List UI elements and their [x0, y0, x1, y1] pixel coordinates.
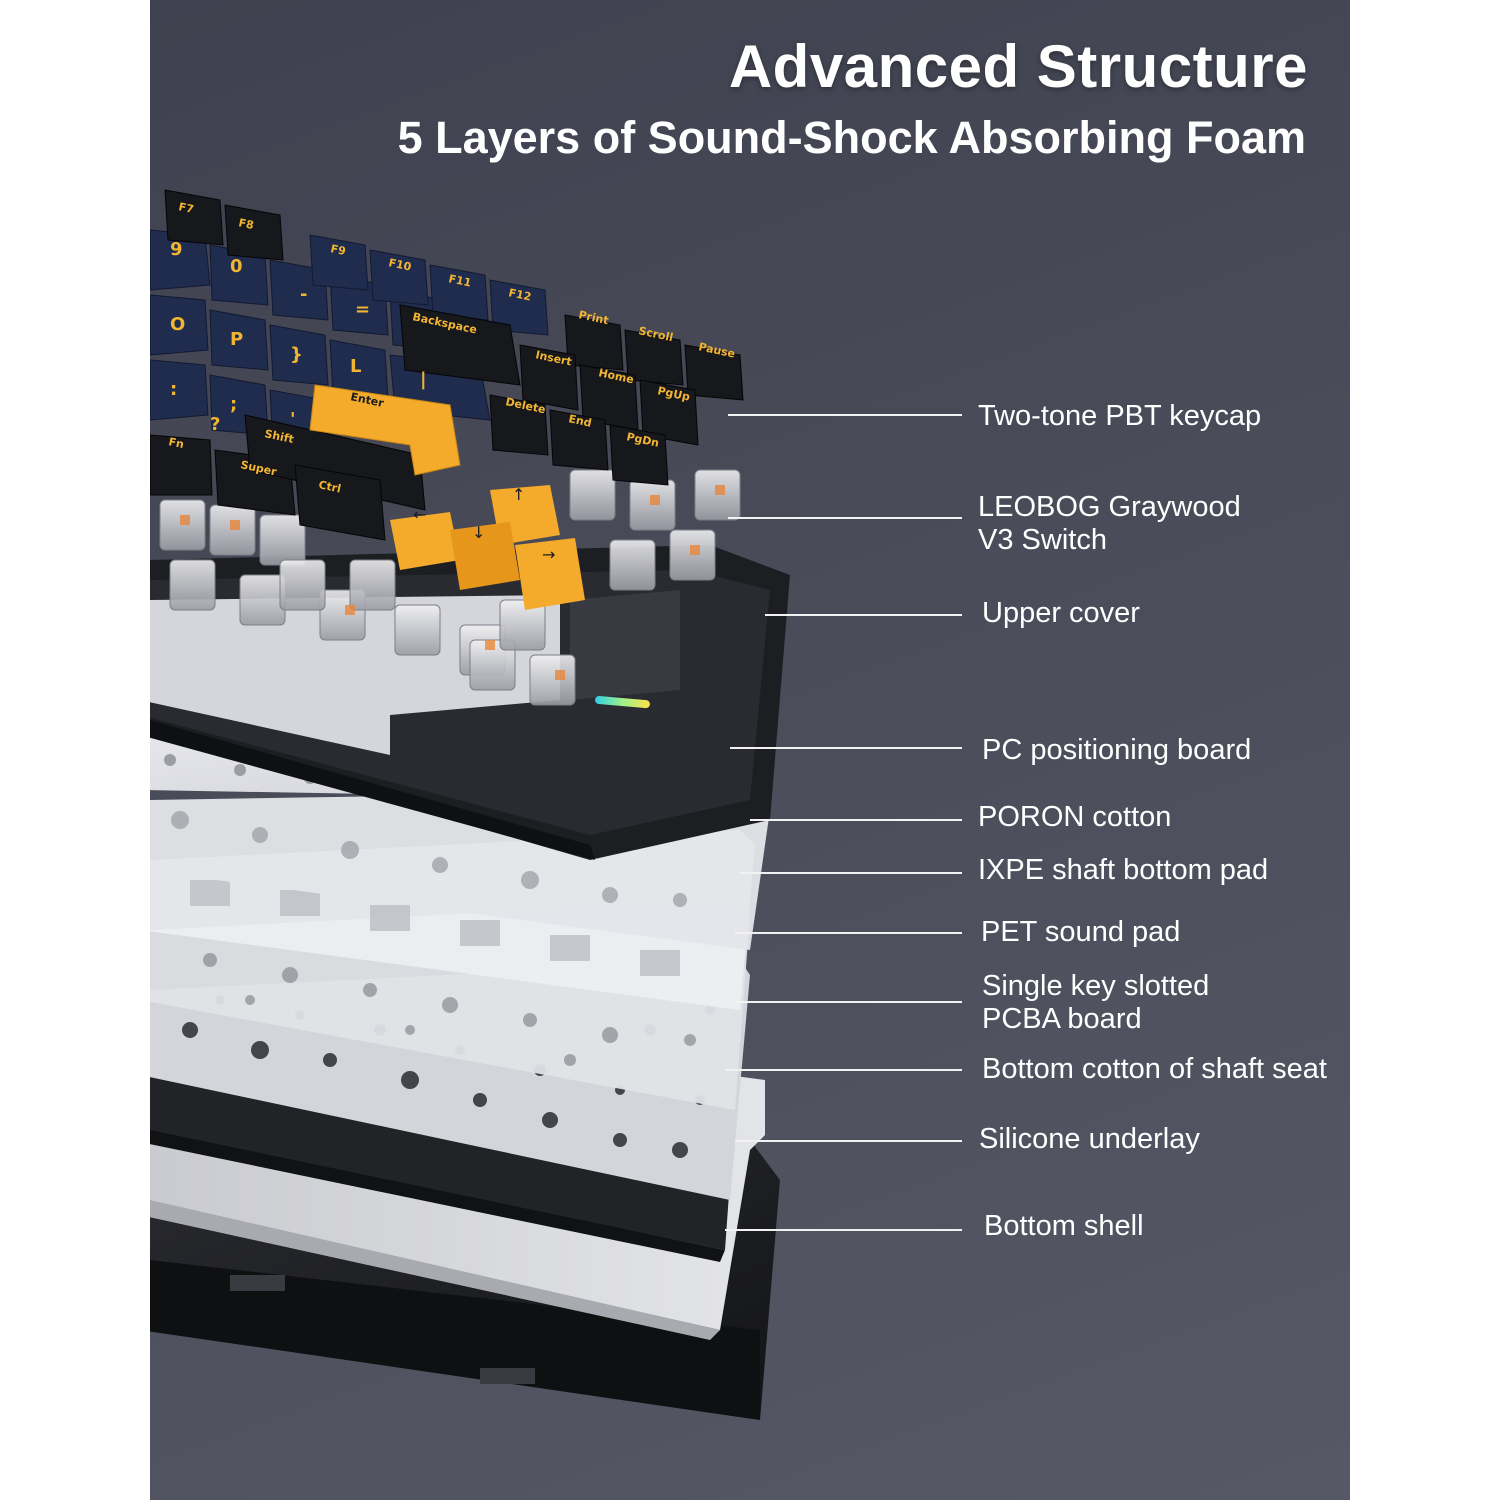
- key-legend-f8: F8: [237, 216, 255, 232]
- label-switch-line2: V3 Switch: [978, 524, 1107, 556]
- label-keycap: Two-tone PBT keycap: [978, 400, 1262, 432]
- key-legend-f11: F11: [447, 272, 472, 289]
- key-legend-0: 0: [230, 256, 243, 277]
- key-legend-bracket-left: }: [290, 344, 303, 365]
- arrow-up-legend: ↑: [512, 485, 525, 504]
- key-legend-shift: Shift: [263, 427, 295, 446]
- label-silicone: Silicone underlay: [979, 1123, 1200, 1155]
- label-upper-cover: Upper cover: [982, 597, 1140, 629]
- page-title: Advanced Structure: [728, 33, 1308, 100]
- layer-switches: [159, 469, 741, 706]
- key-legend-question: ?: [210, 414, 220, 435]
- key-legend-ctrl: Ctrl: [317, 478, 342, 495]
- key-legend-minus: -: [300, 284, 307, 305]
- layer-upper-cover: [150, 545, 790, 860]
- key-legend-equals: =: [355, 299, 370, 320]
- keyboard-exploded-illustration: ← ↑ ↓ →: [150, 189, 962, 1420]
- layer-keycaps: F7 F8 F9 F10 F11 F12 Print Scroll Pause …: [150, 189, 744, 541]
- key-legend-print: Print: [577, 308, 609, 327]
- key-legend-f10: F10: [387, 256, 412, 274]
- label-ixpe: IXPE shaft bottom pad: [978, 854, 1269, 886]
- key-legend-bracket-right: L: [350, 356, 361, 377]
- label-pcba-line2: PCBA board: [982, 1003, 1142, 1035]
- key-legend-f7: F7: [177, 200, 195, 216]
- callout-leaders: [725, 414, 962, 1231]
- label-switch-line1: LEOBOG Graywood: [978, 491, 1241, 523]
- key-legend-p: P: [230, 329, 243, 350]
- arrow-keycaps: ← ↑ ↓ →: [390, 485, 585, 610]
- enter-keycap: [309, 384, 461, 476]
- key-legend-9: 9: [170, 239, 183, 260]
- key-legend-f12: F12: [507, 286, 532, 303]
- arrow-down-legend: ↓: [472, 523, 485, 542]
- page-subtitle: 5 Layers of Sound-Shock Absorbing Foam: [397, 112, 1306, 163]
- arrow-right-legend: →: [542, 545, 555, 564]
- label-pcba-line1: Single key slotted: [982, 970, 1210, 1002]
- label-pc-board: PC positioning board: [982, 734, 1252, 766]
- label-poron: PORON cotton: [978, 801, 1172, 833]
- key-legend-f9: F9: [329, 242, 347, 258]
- label-switch: LEOBOG Graywood V3 Switch: [978, 491, 1241, 557]
- label-pet: PET sound pad: [981, 916, 1181, 948]
- key-legend-fn: Fn: [167, 435, 185, 451]
- label-shaft-seat: Bottom cotton of shaft seat: [982, 1053, 1327, 1085]
- label-bottom-shell: Bottom shell: [984, 1210, 1144, 1242]
- label-pcba: Single key slotted PCBA board: [982, 970, 1209, 1036]
- key-legend-quote: ': [290, 409, 296, 430]
- key-legend-backslash: |: [420, 369, 427, 390]
- key-legend-o: O: [170, 314, 185, 335]
- key-legend-end: End: [567, 412, 592, 430]
- key-legend-colon: ;: [230, 394, 237, 415]
- key-legend-l: :: [170, 379, 177, 400]
- product-panel: ← ↑ ↓ →: [150, 0, 1350, 1500]
